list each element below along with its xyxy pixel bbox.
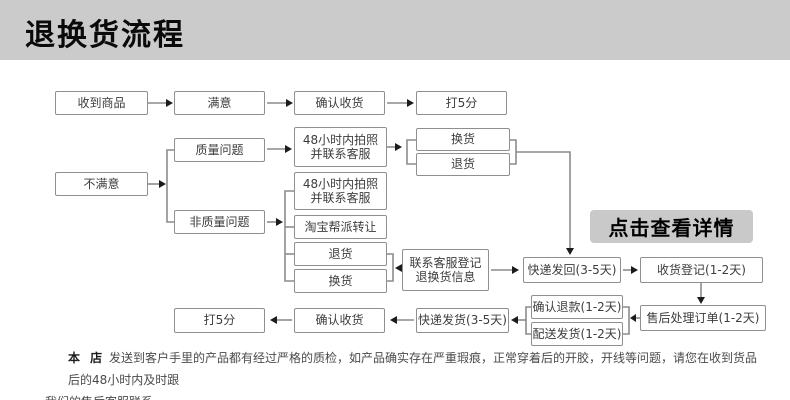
arrow-quality-photo xyxy=(267,145,292,153)
flow-node-photo48-b: 48小时内拍照 并联系客服 xyxy=(294,172,387,210)
arrow-satisfied-confirm xyxy=(267,99,293,107)
arrow-confirm-rate-bottom xyxy=(270,316,292,324)
merge-refund-dispatch-to-expresssend xyxy=(511,306,531,335)
flow-node-quality: 质量问题 xyxy=(174,138,265,162)
flow-node-receive: 收到商品 xyxy=(55,91,148,115)
flow-node-express-send: 快递发货(3-5天) xyxy=(416,308,509,333)
flow-node-aftersale: 售后处理订单(1-2天) xyxy=(640,305,766,331)
footer-line2: 我们的售后客服联系 xyxy=(45,391,760,400)
flow-node-confirm-bottom: 确认收货 xyxy=(294,308,385,333)
flow-node-taobao: 淘宝帮派转让 xyxy=(294,215,387,239)
branch-unsatisfied xyxy=(148,149,174,223)
merge-exchange-return-to-expressback xyxy=(510,139,574,255)
flow-node-exchange-a: 换货 xyxy=(416,128,510,151)
flow-node-express-back: 快递发回(3-5天) xyxy=(523,257,621,283)
flow-node-return-b: 退货 xyxy=(294,242,387,266)
flow-node-return-a: 退货 xyxy=(416,153,510,176)
flow-node-confirm-top: 确认收货 xyxy=(294,91,385,115)
flow-node-photo48-a: 48小时内拍照 并联系客服 xyxy=(294,127,387,167)
arrow-expresssend-confirm xyxy=(390,316,414,324)
branch-nonquality xyxy=(267,190,294,282)
arrow-contact-expressback xyxy=(491,266,519,274)
footer-note: 本 店 发送到客户手里的产品都有经过严格的质检，如产品确实存在严重瑕痕，正常穿着… xyxy=(45,347,760,400)
flow-node-satisfied: 满意 xyxy=(174,91,265,115)
arrow-receive-satisfied xyxy=(148,99,173,107)
branch-photo-exchange-return xyxy=(387,139,416,165)
footer-line1: 本 店 发送到客户手里的产品都有经过严格的质检，如产品确实存在严重瑕痕，正常穿着… xyxy=(68,347,760,391)
arrow-confirm-rate xyxy=(387,99,414,107)
view-details-button[interactable]: 点击查看详情 xyxy=(590,210,753,243)
flow-node-rate-bottom: 打5分 xyxy=(174,308,265,333)
arrow-expressback-receiptreg xyxy=(623,266,638,274)
arrow-receiptreg-aftersale xyxy=(697,283,705,304)
flow-node-confirm-refund: 确认退款(1-2天) xyxy=(531,295,623,319)
flow-node-unsatisfied: 不满意 xyxy=(55,172,148,196)
flow-node-rate-top: 打5分 xyxy=(416,91,507,115)
flow-node-dispatch: 配送发货(1-2天) xyxy=(531,322,623,346)
page-title: 退换货流程 xyxy=(25,18,185,53)
flow-node-exchange-b: 换货 xyxy=(294,269,387,293)
arrow-contact-to-returnb-exchangeb xyxy=(387,253,402,282)
footer-line1-text: 发送到客户手里的产品都有经过严格的质检，如产品确实存在严重瑕痕，正常穿着后的开胶… xyxy=(68,351,758,387)
header-banner: 退换货流程 xyxy=(0,0,790,60)
footer-shop-label: 本 店 xyxy=(68,351,106,365)
flow-node-nonquality: 非质量问题 xyxy=(174,210,265,234)
flow-node-receipt-reg: 收货登记(1-2天) xyxy=(640,257,763,283)
flow-node-contact: 联系客服登记 退换货信息 xyxy=(402,249,489,291)
arrow-aftersale-to-refund-dispatch xyxy=(623,306,640,335)
